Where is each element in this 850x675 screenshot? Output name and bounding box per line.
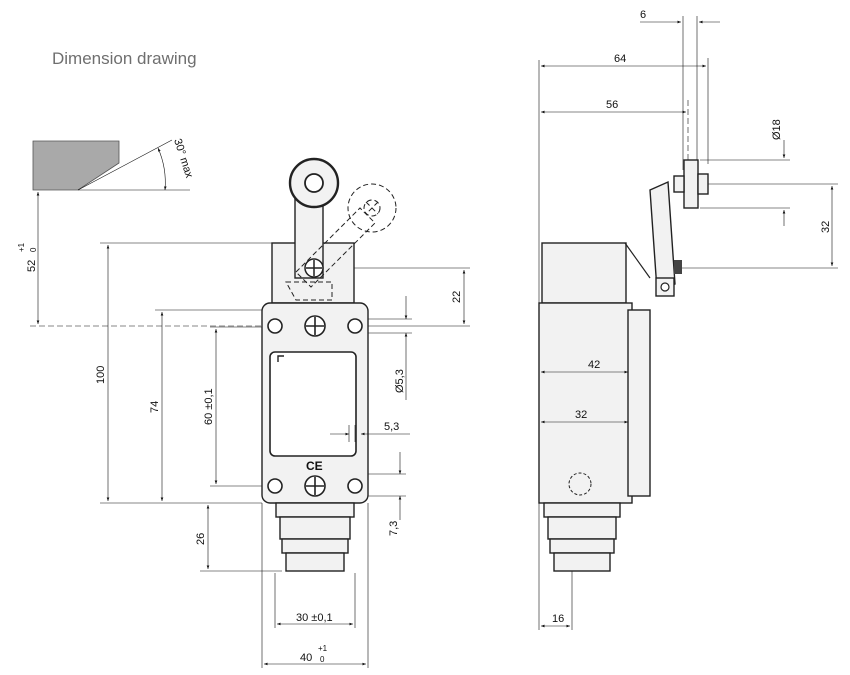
front-view: CE 52 +1 0 100 74 60 ±0,1 26 22 Ø5,3 5,3 bbox=[17, 157, 470, 668]
label-18: Ø18 bbox=[771, 119, 783, 140]
lever-screw-cross bbox=[306, 260, 322, 276]
actuation-angle-detail: 30° max bbox=[32, 137, 195, 191]
side-screw-hidden bbox=[568, 472, 592, 496]
cover-screw-top-cross bbox=[306, 317, 324, 335]
label-16: 16 bbox=[552, 613, 564, 625]
label-40: 40 bbox=[300, 652, 312, 664]
mount-hole-br bbox=[347, 478, 363, 494]
label-52-tol-low: 0 bbox=[29, 247, 38, 252]
side-lever-arm bbox=[649, 180, 676, 291]
cam-block bbox=[32, 140, 120, 191]
label-42: 42 bbox=[588, 359, 600, 371]
label-40-tol-up: +1 bbox=[318, 644, 328, 653]
label-hole-diameter: Ø5,3 bbox=[394, 369, 406, 393]
label-74: 74 bbox=[149, 401, 161, 413]
gland-ring bbox=[281, 538, 349, 554]
label-52-tol-up: +1 bbox=[17, 242, 26, 252]
gland-tip bbox=[285, 552, 345, 572]
label-30: 30 ±0,1 bbox=[296, 612, 333, 624]
mount-hole-bl bbox=[267, 478, 283, 494]
cover-screw-bottom-cross bbox=[306, 477, 324, 495]
side-cover bbox=[627, 309, 651, 497]
gland-nut bbox=[275, 502, 355, 518]
roller-axle bbox=[304, 173, 324, 193]
side-roller bbox=[683, 159, 699, 209]
ce-mark: CE bbox=[306, 459, 323, 473]
label-22: 22 bbox=[451, 291, 463, 303]
label-52: 52 bbox=[26, 260, 38, 272]
side-gland-tip bbox=[553, 552, 611, 572]
label-32: 32 bbox=[575, 409, 587, 421]
drawing-title: Dimension drawing bbox=[52, 49, 197, 68]
side-head bbox=[541, 242, 627, 304]
mount-hole-tr bbox=[347, 318, 363, 334]
angle-label: 30° max bbox=[171, 137, 195, 180]
lever-rotated bbox=[285, 183, 397, 301]
side-gland-ring bbox=[549, 538, 615, 554]
side-head-taper bbox=[624, 242, 651, 279]
gland-body bbox=[279, 516, 351, 540]
cover-corner bbox=[277, 355, 284, 362]
side-lever-bolt bbox=[660, 282, 670, 292]
label-64: 64 bbox=[614, 53, 626, 65]
label-26: 26 bbox=[195, 533, 207, 545]
side-roller-axle bbox=[697, 173, 709, 195]
side-view: 6 64 56 Ø18 32 42 32 16 bbox=[538, 9, 838, 630]
side-body bbox=[538, 302, 633, 504]
label-7-3: 7,3 bbox=[388, 521, 400, 536]
label-32-side: 32 bbox=[820, 221, 832, 233]
side-nut bbox=[674, 260, 682, 274]
label-5-3: 5,3 bbox=[384, 421, 399, 433]
label-40-tol-low: 0 bbox=[320, 655, 325, 664]
label-100: 100 bbox=[95, 366, 107, 384]
mount-hole-tl bbox=[267, 318, 283, 334]
angle-arc bbox=[157, 147, 167, 191]
label-56: 56 bbox=[606, 99, 618, 111]
label-60: 60 ±0,1 bbox=[203, 388, 215, 425]
angle-ray bbox=[77, 139, 173, 191]
side-gland-body bbox=[547, 516, 617, 540]
cover-window bbox=[269, 351, 357, 457]
label-6: 6 bbox=[640, 9, 646, 21]
side-roller-boss bbox=[673, 175, 685, 193]
side-gland-nut bbox=[543, 502, 621, 518]
